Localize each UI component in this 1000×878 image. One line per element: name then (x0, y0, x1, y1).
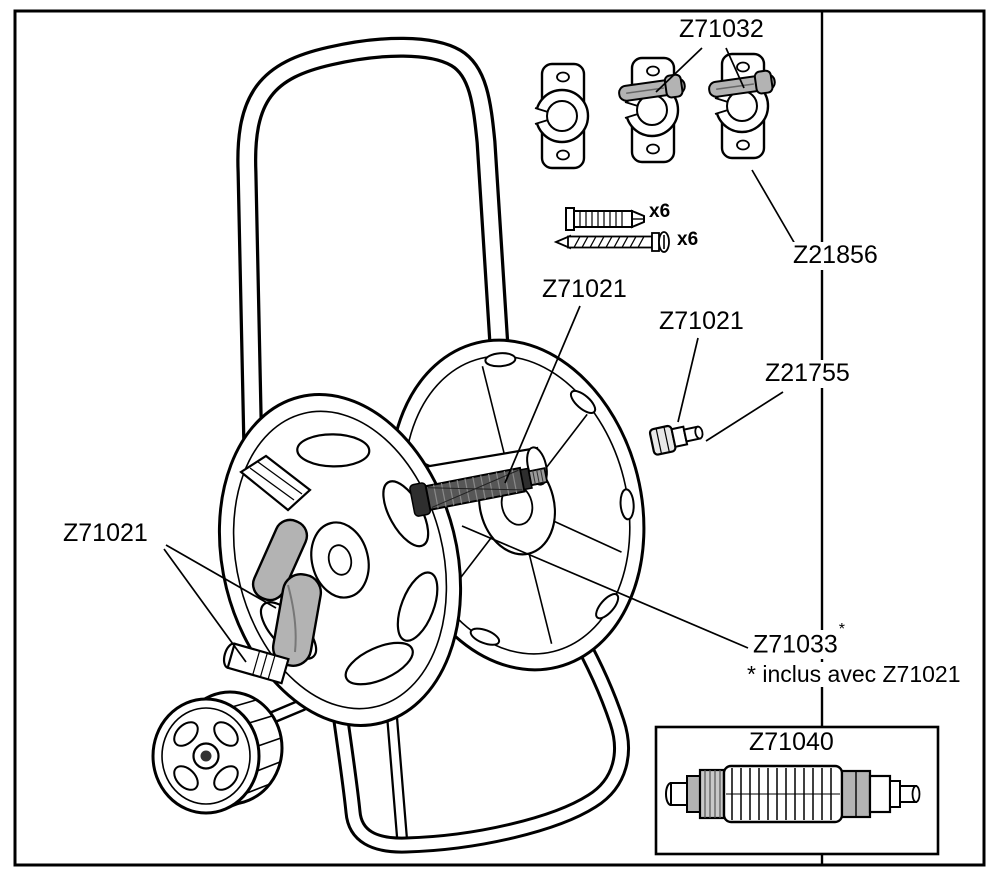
coupling-inset-box (654, 725, 940, 856)
page-border (13, 9, 986, 867)
footnote-text: * inclus avec Z71021 (744, 661, 964, 688)
leader-z71032-left (655, 47, 703, 93)
part-label-hose-coupling: Z71040 (746, 728, 837, 757)
leader-z21856 (751, 169, 796, 245)
part-label-wall-bracket-kit: Z21856 (790, 241, 881, 270)
wall-bracket-set-drawing (533, 52, 776, 170)
part-label-tap-connector: Z21755 (762, 359, 853, 388)
wall-plug-drawing (565, 207, 645, 231)
part-label-crank-handle: Z71021 (60, 519, 151, 548)
part-label-wall-clamps: Z71032 (676, 15, 767, 44)
leader-z21755 (705, 391, 784, 442)
qty-screws: x6 (674, 229, 702, 251)
cart-handle-tube (236, 36, 510, 513)
crank-handle-drawing (222, 518, 323, 685)
qty-wall-plugs: x6 (646, 201, 674, 223)
part-label-axle-insert: Z71033* (750, 621, 848, 659)
handle-hub-cone (239, 454, 312, 512)
leader-z71021-spindle (504, 305, 581, 484)
wall-bracket-plain (533, 62, 590, 170)
axle-insert-asterisk: * (838, 621, 846, 638)
leader-z71032-right (725, 47, 745, 89)
leader-lines (163, 47, 796, 663)
screw-drawing (553, 231, 670, 253)
leader-z71021-nut (677, 337, 699, 423)
part-label-reel-spindle: Z71021 (539, 275, 630, 304)
tap-connector-drawing (648, 424, 704, 456)
leader-z71021-grip (165, 544, 277, 609)
leader-z71021-stub (163, 548, 247, 663)
wall-bracket-with-clamp (708, 52, 776, 160)
hose-repair-coupling-drawing (665, 764, 921, 824)
axle-insert-drawing (409, 466, 549, 517)
clamp-lever (708, 69, 776, 98)
leader-z71033 (461, 525, 749, 649)
axle-insert-number: Z71033 (753, 630, 838, 659)
wheel-drawing (151, 690, 284, 815)
part-label-connector-nut: Z71021 (656, 307, 747, 336)
